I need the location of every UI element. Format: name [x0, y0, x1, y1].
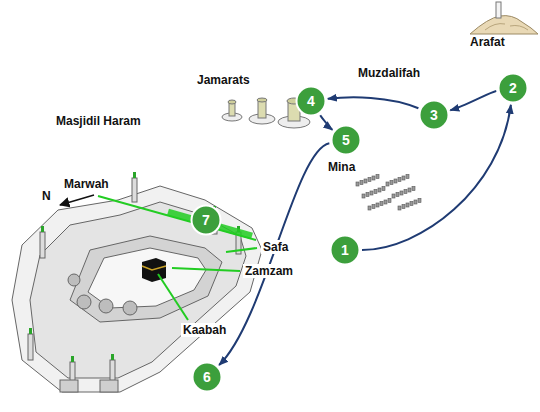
tent: [402, 205, 405, 209]
tent: [412, 187, 415, 191]
step-circle: 2: [497, 72, 529, 104]
tent: [366, 193, 369, 197]
place-label: Muzdalifah: [358, 66, 420, 80]
tent: [398, 206, 401, 210]
route-arrow: [328, 97, 419, 108]
tent: [392, 194, 395, 198]
mina-tents: [356, 175, 421, 211]
tent: [402, 176, 405, 180]
tent: [380, 202, 383, 206]
tent: [406, 175, 409, 179]
tent: [372, 205, 375, 209]
tent: [386, 182, 389, 186]
step-number: 1: [329, 234, 361, 258]
step-number: 7: [190, 204, 222, 228]
tent: [376, 175, 379, 179]
place-label: Safa: [261, 240, 290, 254]
place-label: N: [42, 189, 51, 203]
tent: [368, 206, 371, 210]
tent: [364, 179, 367, 183]
tent: [376, 203, 379, 207]
step-number: 2: [497, 72, 529, 96]
step-circle: 1: [329, 234, 361, 266]
route-arrow: [320, 115, 332, 130]
tent: [374, 190, 377, 194]
route-arrow: [219, 143, 329, 365]
tent: [414, 200, 417, 204]
step-number: 3: [418, 99, 450, 123]
tent: [356, 182, 359, 186]
tent: [396, 193, 399, 197]
place-label: Kaabah: [181, 323, 228, 337]
step-circle: 5: [330, 124, 362, 156]
tent: [362, 194, 365, 198]
leader-lines: [98, 196, 257, 320]
tent: [368, 178, 371, 182]
place-label: Mina: [328, 160, 355, 174]
tent: [394, 179, 397, 183]
step-number: 6: [191, 361, 223, 385]
tent: [360, 181, 363, 185]
arafat-mountain: [470, 2, 538, 34]
north-arrow: [60, 195, 94, 205]
tent: [398, 178, 401, 182]
step-number: 4: [295, 85, 327, 109]
tent: [406, 203, 409, 207]
tent: [410, 202, 413, 206]
place-label: Arafat: [470, 35, 505, 49]
step-circle: 4: [295, 85, 327, 117]
tent: [378, 188, 381, 192]
tent: [370, 191, 373, 195]
tent: [388, 199, 391, 203]
kaabah-cube: [142, 258, 166, 282]
place-label: Marwah: [64, 177, 109, 191]
place-label: Jamarats: [197, 73, 250, 87]
tent: [418, 199, 421, 203]
tent: [372, 176, 375, 180]
tent: [390, 181, 393, 185]
place-label: Zamzam: [243, 264, 295, 278]
step-circle: 3: [418, 99, 450, 131]
tent: [404, 190, 407, 194]
tent: [400, 191, 403, 195]
step-number: 5: [330, 124, 362, 148]
tent: [408, 188, 411, 192]
place-label: Masjidil Haram: [56, 114, 141, 128]
route-arrow: [450, 91, 496, 110]
step-circle: 6: [191, 361, 223, 393]
tent: [382, 187, 385, 191]
tent: [384, 200, 387, 204]
step-circle: 7: [190, 204, 222, 236]
